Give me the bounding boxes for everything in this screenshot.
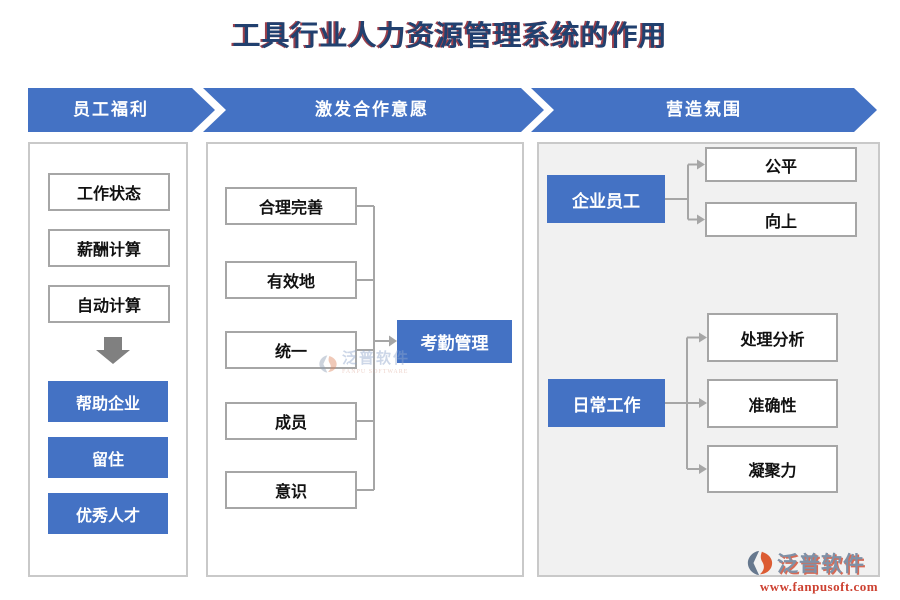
watermark-subtitle: FANPU SOFTWARE [342, 369, 409, 375]
fanpu-watermark-icon [319, 354, 337, 373]
factor-box-members: 成员 [225, 402, 357, 440]
logo-website-text: www.fanpusoft.com [759, 579, 879, 594]
left-blue-box-talent: 优秀人才 [48, 493, 168, 534]
left-white-box-salary-calc: 薪酬计算 [48, 229, 170, 267]
page-title: 工具行业人力资源管理系统的作用 [232, 21, 668, 52]
target-box-accuracy: 准确性 [707, 379, 838, 428]
fanpu-logo: 泛普软件 www.fanpusoft.com [746, 548, 892, 595]
factor-box-effective: 有效地 [225, 261, 357, 299]
fanpu-logo-icon [747, 550, 773, 576]
result-box-attendance: 考勤管理 [397, 320, 512, 363]
left-blue-box-help-enterprise: 帮助企业 [48, 381, 168, 422]
left-blue-box-retain: 留住 [48, 437, 168, 478]
watermark-brand: 泛普软件 [342, 351, 411, 367]
banner-label-benefits: 员工福利 [73, 100, 149, 119]
source-box-daily-work: 日常工作 [548, 379, 665, 427]
center-watermark: 泛普软件 FANPU SOFTWARE [318, 352, 410, 375]
source-box-employees: 企业员工 [547, 175, 665, 223]
banner-label-atmosphere: 营造氛围 [666, 100, 742, 119]
target-box-fair: 公平 [705, 147, 857, 182]
factor-box-awareness: 意识 [225, 471, 357, 509]
left-white-box-auto-calc: 自动计算 [48, 285, 170, 323]
logo-brand-text: 泛普软件 [777, 552, 865, 576]
left-white-box-work-status: 工作状态 [48, 173, 170, 211]
factor-box-reasonable: 合理完善 [225, 187, 357, 225]
target-box-cohesion: 凝聚力 [707, 445, 838, 493]
target-box-analysis: 处理分析 [707, 313, 838, 362]
banner-label-cooperation: 激发合作意愿 [315, 100, 429, 119]
factor-box-unified: 统一 [225, 331, 357, 369]
target-box-upward: 向上 [705, 202, 857, 237]
